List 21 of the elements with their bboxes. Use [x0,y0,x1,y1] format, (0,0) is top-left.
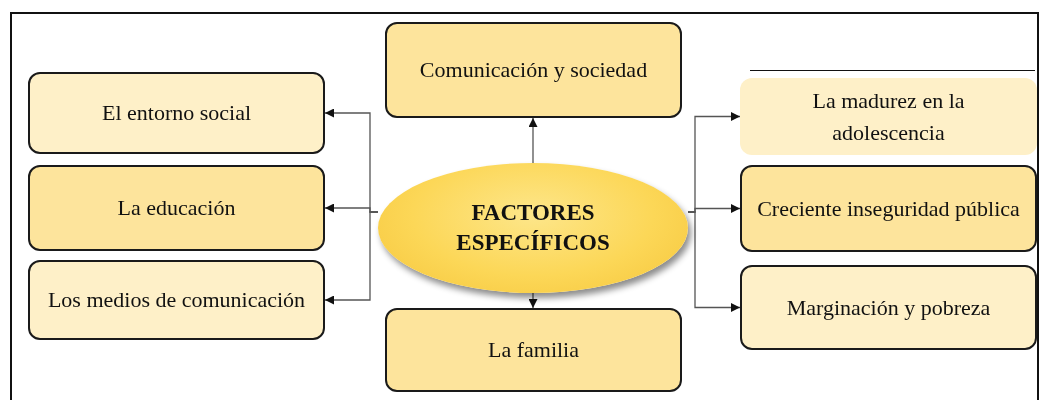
factor-box [28,165,325,251]
arrow [324,211,379,305]
arrow [687,211,741,312]
node-text: Comunicación y sociedad [419,56,648,85]
arrow [528,292,538,309]
node-text: FACTORES ESPECÍFICOS [455,199,611,257]
factor-box [385,22,682,118]
node-text: La madurez en la adolescencia [811,86,966,147]
node-text: La educación [117,194,236,223]
factor-box [385,308,682,392]
node-text: Creciente inseguridad pública [757,194,1020,223]
factor-box [28,72,325,154]
node-text: La familia [488,336,579,365]
factor-box [740,265,1037,350]
node-text: El entorno social [101,99,252,128]
node-text: Los medios de comunicación [47,286,306,315]
arrow [528,117,538,164]
factor-box [740,165,1037,252]
node-text: Marginación y pobreza [786,293,991,322]
factor-box [740,78,1037,155]
factor-box [28,260,325,340]
